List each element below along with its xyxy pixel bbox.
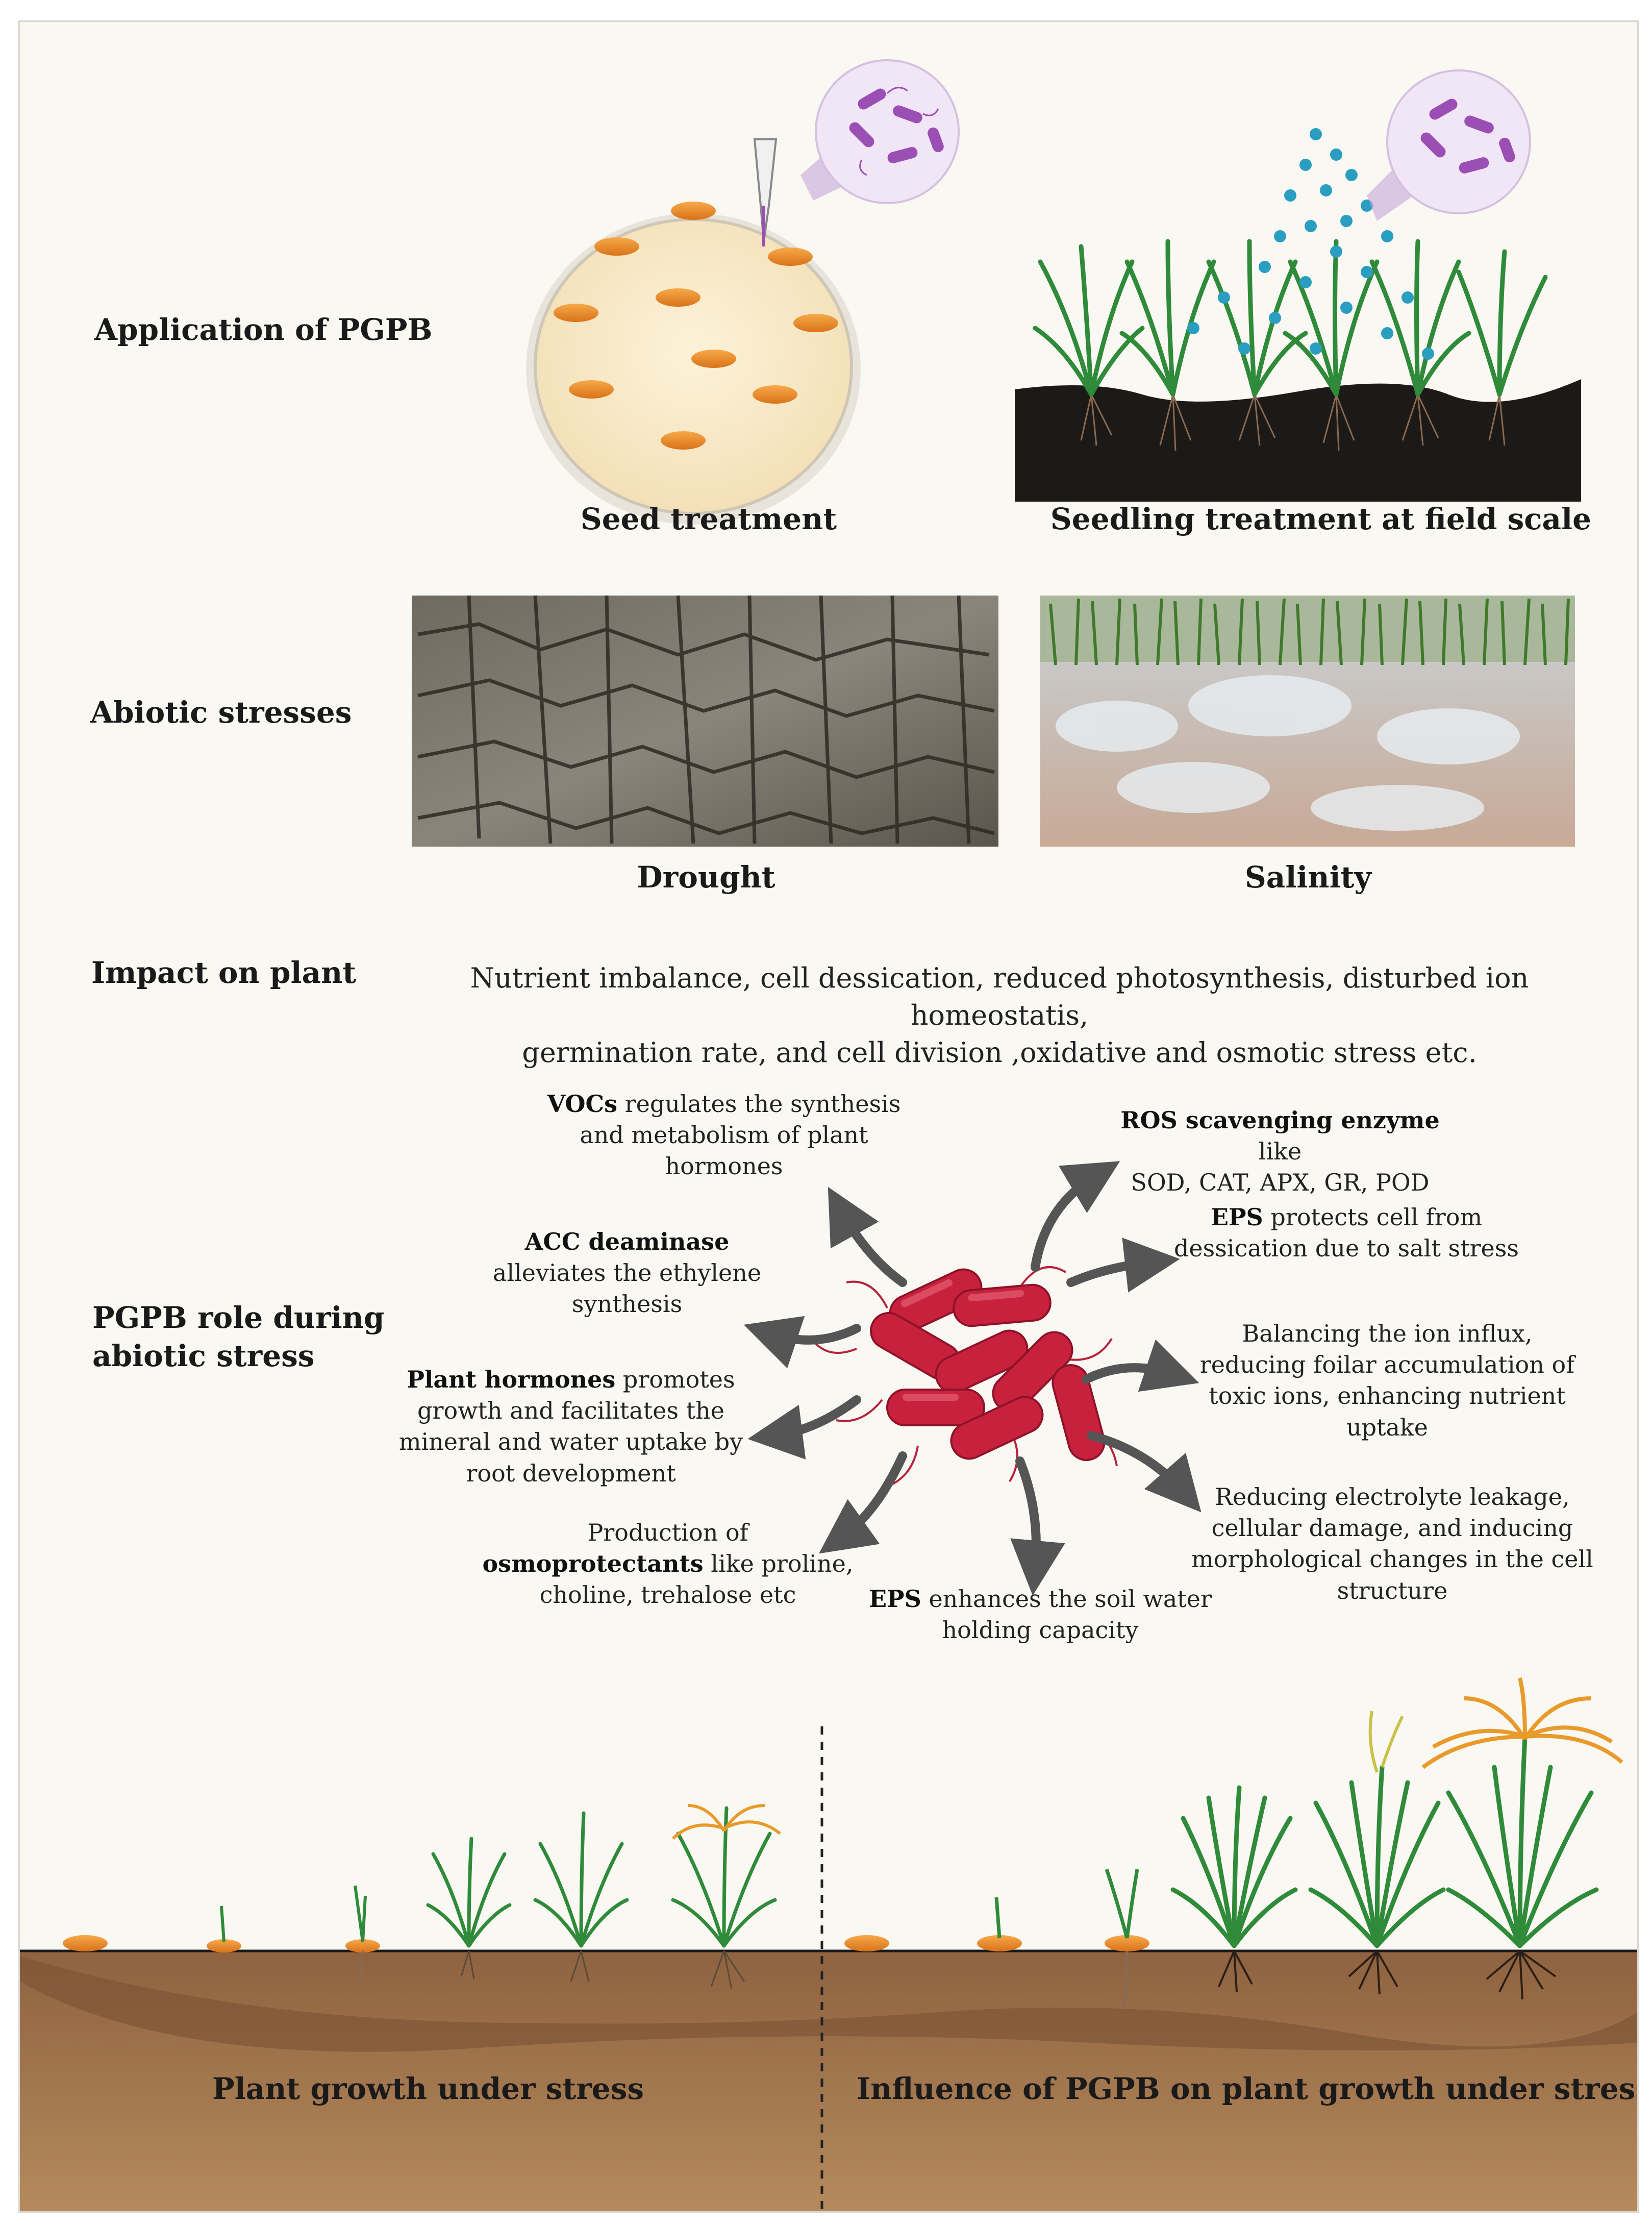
- row-label-impact: Impact on plant: [91, 955, 357, 990]
- role-eps-soil-line2: holding capacity: [942, 1616, 1139, 1644]
- role-osmo-bold: osmoprotectants: [482, 1550, 704, 1578]
- bacteria-cluster: [815, 1266, 1118, 1488]
- growth-soil: [20, 1726, 1637, 2211]
- role-ion-line3: toxic ions, enhancing nutrient: [1209, 1382, 1566, 1410]
- drought-image: [412, 595, 998, 847]
- impact-line-2: germination rate, and cell division ,oxi…: [522, 1036, 1477, 1069]
- role-hormones-line3: mineral and water uptake by: [398, 1428, 743, 1456]
- impact-line-1: Nutrient imbalance, cell dessication, re…: [470, 962, 1529, 1031]
- caption-drought: Drought: [637, 860, 775, 895]
- role-hormones-line1: promotes: [615, 1366, 735, 1393]
- microbe-magnifier-left: [800, 59, 960, 204]
- role-electrolyte-line1: Reducing electrolyte leakage,: [1215, 1483, 1570, 1511]
- role-eps-soil-line1: enhances the soil water: [921, 1585, 1212, 1613]
- caption-growth-pgpb: Influence of PGPB on plant growth under …: [857, 2071, 1639, 2106]
- microbe-magnifier-right: [1367, 69, 1531, 221]
- field-soil: [1015, 379, 1581, 502]
- growth-stages-stress: [63, 1804, 781, 1990]
- role-eps-cell-bold: EPS: [1210, 1203, 1263, 1231]
- row-label-abiotic: Abiotic stresses: [90, 695, 352, 730]
- role-vocs-line1: regulates the synthesis: [617, 1090, 901, 1118]
- role-ion-line1: Balancing the ion influx,: [1242, 1320, 1533, 1347]
- role-eps-soil: EPS enhances the soil water holding capa…: [857, 1584, 1224, 1646]
- field-roots: [1080, 394, 1506, 451]
- caption-salinity: Salinity: [1244, 860, 1372, 895]
- role-eps-cell-line1: protects cell from: [1263, 1203, 1483, 1231]
- role-ion-balance: Balancing the ion influx, reducing foila…: [1193, 1318, 1581, 1443]
- role-eps-cell-line2: dessication due to salt stress: [1173, 1234, 1519, 1263]
- role-vocs-bold: VOCs: [547, 1090, 618, 1118]
- row-label-role-line1: PGPB role during: [92, 1300, 385, 1335]
- role-electrolyte: Reducing electrolyte leakage, cellular d…: [1188, 1481, 1596, 1606]
- spray-droplets: [1187, 128, 1434, 360]
- role-ros: ROS scavenging enzyme like SOD, CAT, APX…: [1102, 1105, 1459, 1199]
- field-seedlings: [1033, 239, 1548, 397]
- illustration-layer: [20, 59, 1637, 2211]
- caption-seed-treatment: Seed treatment: [580, 502, 837, 536]
- role-vocs-line3: hormones: [665, 1152, 783, 1180]
- role-arrows: [743, 1161, 1202, 1596]
- role-osmo-line3: choline, trehalose etc: [539, 1581, 796, 1609]
- role-acc: ACC deaminase alleviates the ethylene sy…: [469, 1226, 785, 1320]
- growth-stages-pgpb: [844, 1677, 1623, 2008]
- caption-growth-stress: Plant growth under stress: [212, 2071, 644, 2106]
- role-hormones: Plant hormones promotes growth and facil…: [377, 1364, 765, 1489]
- figure-frame: Application of PGPB Abiotic stresses Imp…: [18, 20, 1639, 2213]
- row-label-role: PGPB role during abiotic stress: [92, 1299, 384, 1376]
- salinity-image: [1040, 596, 1575, 847]
- role-ion-line4: uptake: [1346, 1413, 1429, 1441]
- role-vocs: VOCs regulates the synthesis and metabol…: [530, 1089, 918, 1182]
- role-acc-line2: alleviates the ethylene: [492, 1259, 762, 1287]
- row-label-application: Application of PGPB: [94, 312, 433, 347]
- role-ros-bold: ROS scavenging enzyme: [1120, 1106, 1440, 1134]
- pipette-icon: [753, 138, 778, 246]
- role-acc-bold: ACC deaminase: [524, 1228, 730, 1255]
- caption-seedling-treatment: Seedling treatment at field scale: [1050, 502, 1592, 536]
- role-hormones-bold: Plant hormones: [407, 1366, 616, 1393]
- role-electrolyte-line2: cellular damage, and inducing: [1211, 1514, 1573, 1542]
- role-osmo-line2: like proline,: [703, 1550, 854, 1578]
- row-label-role-line2: abiotic stress: [92, 1339, 315, 1374]
- role-osmo-line1: Production of: [587, 1519, 748, 1546]
- role-eps-soil-bold: EPS: [868, 1585, 921, 1613]
- role-electrolyte-line4: structure: [1337, 1576, 1448, 1604]
- role-ros-line2: SOD, CAT, APX, GR, POD: [1131, 1169, 1430, 1197]
- role-osmoprotectants: Production of osmoprotectants like proli…: [469, 1517, 867, 1611]
- seeds-in-dish: [554, 202, 838, 450]
- impact-text: Nutrient imbalance, cell dessication, re…: [408, 960, 1591, 1072]
- role-hormones-line4: root development: [466, 1459, 676, 1487]
- role-electrolyte-line3: morphological changes in the cell: [1191, 1545, 1593, 1573]
- role-eps-cell: EPS protects cell from dessication due t…: [1163, 1202, 1530, 1264]
- petri-dish: [526, 213, 861, 525]
- role-acc-line3: synthesis: [571, 1290, 683, 1318]
- role-ros-line1: like: [1258, 1137, 1302, 1166]
- role-ion-line2: reducing foilar accumulation of: [1199, 1351, 1575, 1379]
- role-vocs-line2: and metabolism of plant: [580, 1121, 868, 1149]
- role-hormones-line2: growth and facilitates the: [417, 1397, 724, 1425]
